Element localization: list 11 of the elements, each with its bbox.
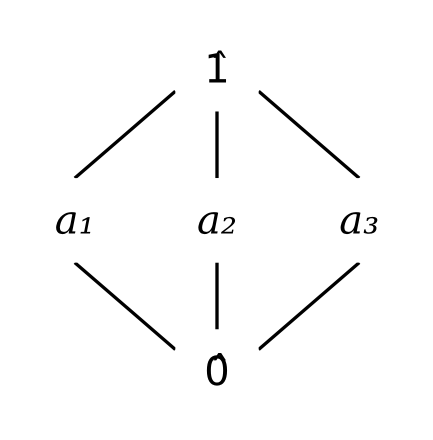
- connector: [73, 261, 176, 350]
- node-text: a₁: [54, 198, 94, 244]
- connector: [73, 90, 176, 179]
- connector: [214, 111, 218, 178]
- node-text: a₂: [196, 198, 236, 244]
- connector: [257, 90, 360, 179]
- connector: [257, 261, 360, 350]
- node-text: 1̂: [204, 46, 230, 92]
- connector: [214, 262, 218, 329]
- node-text: a₃: [338, 198, 379, 244]
- node-text: 0̂: [204, 348, 230, 395]
